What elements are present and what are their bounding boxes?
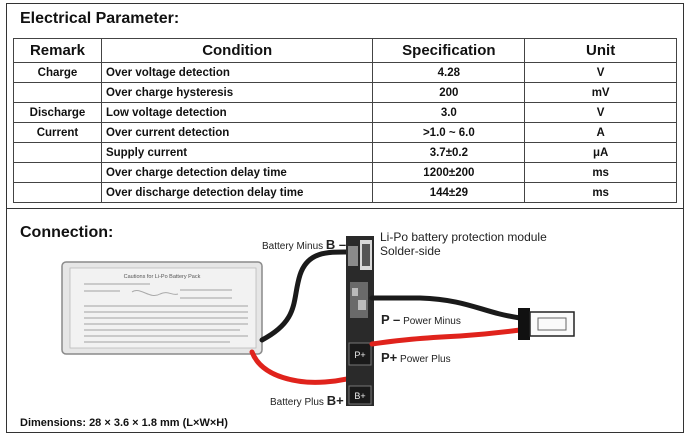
red-wire-output (369, 327, 523, 347)
cell-unit: ms (524, 182, 677, 203)
protection-module-pcb: P+ B+ (346, 236, 374, 406)
cell-condition: Over charge detection delay time (100, 162, 374, 183)
dimensions-text: Dimensions: 28 × 3.6 × 1.8 mm (L×W×H) (20, 417, 228, 429)
cell-spec: 144±29 (372, 182, 526, 203)
header-specification: Specification (372, 38, 526, 63)
document-frame (6, 3, 684, 433)
table-row: Charge Over voltage detection 4.28 V (13, 62, 677, 83)
black-wire-output (369, 295, 523, 321)
module-title-line2: Solder-side (380, 244, 441, 258)
red-wire-battery (249, 349, 355, 385)
cell-condition: Supply current (100, 142, 374, 163)
module-title-line1: Li-Po battery protection module (380, 230, 547, 244)
table-header-row: Remark Condition Specification Unit (13, 38, 677, 63)
jst-connector (518, 308, 575, 340)
battery-label-title: Cautions for Li-Po Battery Pack (124, 274, 201, 280)
battery-plus-symbol: B+ (326, 393, 344, 408)
connection-title: Connection: (20, 224, 114, 241)
header-remark: Remark (13, 38, 102, 63)
p-plus-symbol: P+ (381, 350, 398, 365)
black-wire-battery (259, 249, 355, 343)
cell-spec: 200 (372, 82, 526, 103)
power-minus-label: P – Power Minus (381, 312, 461, 327)
cell-remark: Current (13, 122, 102, 143)
table-row: Over charge hysteresis 200 mV (13, 82, 677, 103)
cell-unit: ms (524, 162, 677, 183)
cell-remark: Charge (13, 62, 102, 83)
pad-b-plus: B+ (354, 391, 365, 401)
cell-unit: μA (524, 142, 677, 163)
table-row: Over charge detection delay time 1200±20… (13, 162, 677, 183)
lipo-battery-pack: Cautions for Li-Po Battery Pack (61, 261, 263, 355)
pad-p-plus: P+ (354, 350, 365, 360)
battery-minus-label: Battery Minus B – (262, 237, 347, 252)
battery-minus-symbol: B – (325, 237, 347, 252)
p-minus-symbol: P – (381, 312, 401, 327)
section-divider (6, 208, 684, 209)
table-row: Discharge Low voltage detection 3.0 V (13, 102, 677, 123)
power-plus-label: P+ Power Plus (381, 350, 451, 365)
parameter-table: Remark Condition Specification Unit Char… (13, 38, 677, 203)
cell-condition: Over discharge detection delay time (100, 182, 374, 203)
table-row: Supply current 3.7±0.2 μA (13, 142, 677, 163)
electrical-parameter-title: Electrical Parameter: (20, 10, 180, 27)
battery-plus-label: Battery Plus B+ (270, 393, 344, 408)
table-row: Over discharge detection delay time 144±… (13, 182, 677, 203)
cell-remark: Discharge (13, 102, 102, 123)
